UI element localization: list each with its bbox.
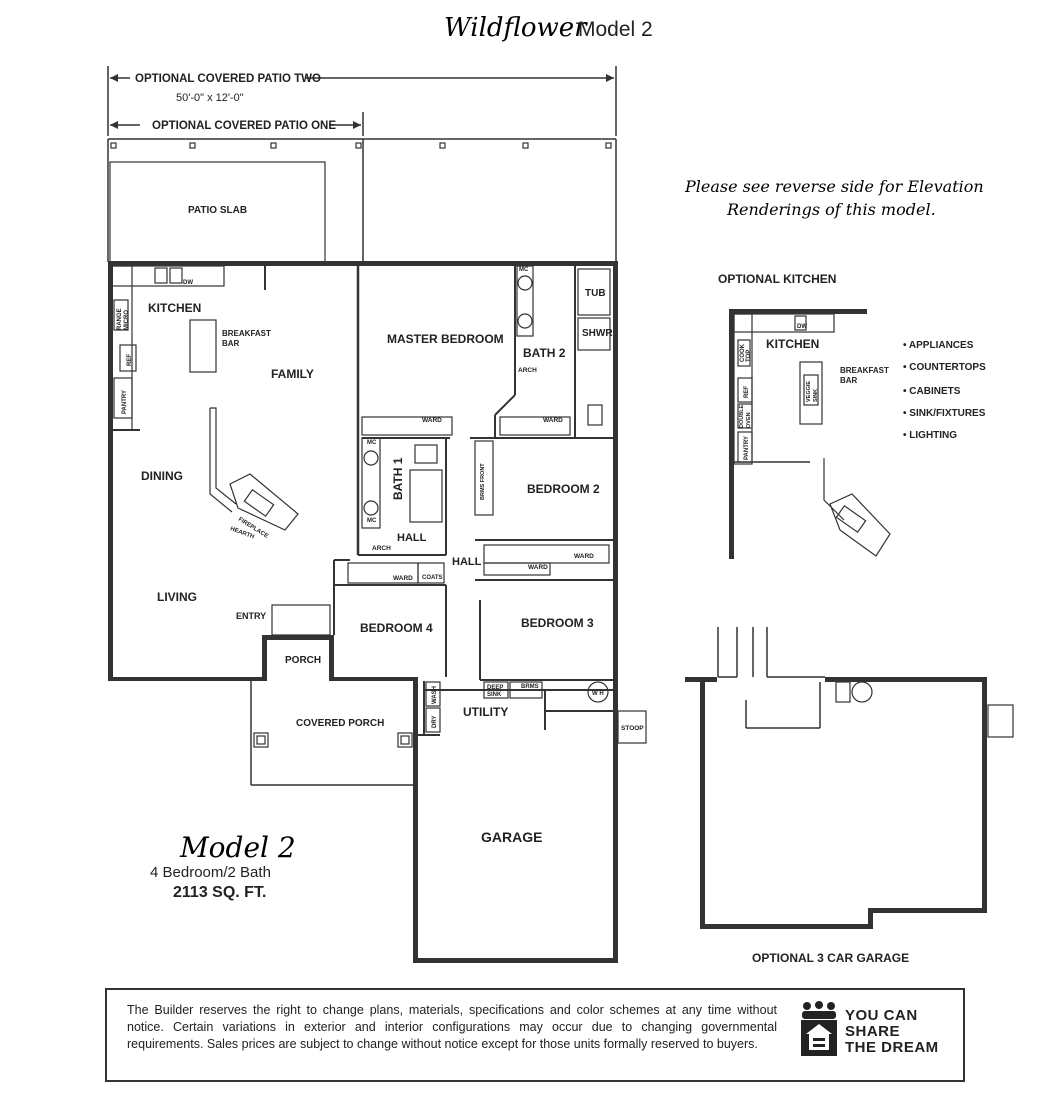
house-exterior-walls	[108, 261, 618, 963]
logo-line-1: YOU CAN	[845, 1007, 918, 1024]
kitchen-dw-label: DW	[183, 280, 193, 286]
feature-sink-fixtures: • SINK/FIXTURES	[903, 408, 986, 419]
patio-two-label: OPTIONAL COVERED PATIO TWO	[135, 73, 321, 85]
opt-cooktop-label-2: TOP	[746, 350, 752, 362]
entry-label: ENTRY	[236, 611, 266, 621]
sqft-label: 2113 SQ. FT.	[173, 884, 266, 901]
breakfast-bar-label-2: BAR	[222, 339, 240, 348]
bedroom2-room-label: BEDROOM 2	[527, 482, 600, 496]
garage-room-label: GARAGE	[481, 829, 542, 845]
kitchen-micro-label: MICRO	[124, 310, 130, 330]
opt-double-oven-label-2: OVEN	[746, 412, 752, 428]
feature-cabinets: • CABINETS	[903, 386, 961, 397]
opt-breakfast-label-2: BAR	[840, 376, 858, 385]
logo-text: YOU CAN SHARE THE DREAM	[845, 1008, 939, 1056]
kitchen-range-label: RANGE	[117, 308, 123, 330]
optional-kitchen-features: • APPLIANCES • COUNTERTOPS • CABINETS • …	[903, 340, 986, 441]
logo-line-3: THE DREAM	[845, 1039, 939, 1056]
logo-line-2: SHARE	[845, 1023, 901, 1040]
bedroom2-brmsfront-label: BRMS FRONT	[480, 463, 486, 500]
floor-plan-drawing: Wildflower Model 2 OPTIONAL COVERED PATI…	[107, 13, 1014, 965]
bath2-room-label: BATH 2	[523, 346, 566, 360]
kitchen-ref-label: REF	[127, 354, 133, 366]
stoop-label: STOOP	[621, 725, 644, 732]
elevation-note-line2: Renderings of this model.	[726, 200, 936, 219]
covered-porch-label: COVERED PORCH	[296, 718, 384, 729]
fireplace-fixture	[209, 407, 299, 531]
coats-label: COATS	[422, 575, 443, 581]
utility-fixtures	[425, 681, 647, 744]
house-interior-walls	[108, 264, 613, 736]
bath-fixtures	[361, 265, 611, 529]
optional-kitchen-drawing	[729, 309, 891, 559]
hall-arch-label: ARCH	[372, 545, 391, 552]
master-bedroom-label: MASTER BEDROOM	[387, 332, 504, 346]
beds-baths-label: 4 Bedroom/2 Bath	[150, 864, 271, 881]
kitchen-fixtures	[111, 265, 225, 431]
bedroom3-room-label: BEDROOM 3	[521, 616, 594, 630]
opt-breakfast-label-1: BREAKFAST	[840, 366, 889, 375]
kitchen-pantry-label: PANTRY	[122, 390, 128, 414]
bedroom4-ward-label: WARD	[393, 575, 413, 582]
hall-label-b: HALL	[452, 556, 482, 568]
opt-cooktop-label-1: COOK	[740, 343, 746, 362]
opt-dw-label: DW	[797, 324, 807, 330]
porch-structures	[250, 604, 413, 786]
porch-label: PORCH	[285, 655, 321, 666]
patio-area	[107, 138, 617, 263]
opt-double-oven-label-1: DOUBLE	[739, 404, 745, 428]
wash-label: WASH	[432, 686, 438, 704]
opt-ref-label: REF	[744, 386, 750, 398]
patio-two-size: 50'-0" x 12'-0"	[176, 92, 244, 104]
bath1-mc-label-top: MC	[367, 440, 377, 446]
master-mc-label: MC	[519, 267, 529, 273]
living-room-label: LIVING	[157, 590, 197, 604]
family-room-label: FAMILY	[271, 367, 314, 381]
breakfast-bar-label-1: BREAKFAST	[222, 329, 271, 338]
optional-garage-drawing	[685, 627, 1014, 929]
feature-countertops: • COUNTERTOPS	[903, 362, 986, 373]
patio-dimension-lines	[107, 66, 617, 136]
patio-slab-label: PATIO SLAB	[188, 205, 247, 216]
elevation-note-line1: Please see reverse side for Elevation	[684, 177, 984, 196]
disclaimer-text: The Builder reserves the right to change…	[127, 1003, 777, 1051]
wardrobes	[347, 416, 610, 584]
bath1-mc-label-bottom: MC	[367, 518, 377, 524]
optional-kitchen-title: OPTIONAL KITCHEN	[718, 272, 836, 286]
opt-pantry-label: PANTRY	[744, 436, 750, 460]
opt-veggie-label-2: SINK	[813, 389, 819, 402]
sink-label: SINK	[487, 692, 502, 698]
utility-room-label: UTILITY	[463, 705, 508, 719]
page-title-script: Wildflower	[444, 13, 588, 43]
equal-housing-logo: YOU CAN SHARE THE DREAM	[799, 1000, 959, 1070]
brms-label: BRMS	[521, 684, 539, 690]
bath2-tub-label: TUB	[585, 288, 606, 299]
bath1-room-label: BATH 1	[391, 457, 405, 500]
kitchen-room-label: KITCHEN	[148, 301, 201, 315]
master-ward-label: WARD	[422, 417, 442, 424]
wh-label: W H	[592, 691, 604, 697]
disclaimer-box: The Builder reserves the right to change…	[105, 988, 965, 1082]
bath2-arch-label: ARCH	[518, 367, 537, 374]
model-script-title: Model 2	[179, 831, 296, 864]
bedroom3-ward-label: WARD	[528, 564, 548, 571]
optional-garage-title: OPTIONAL 3 CAR GARAGE	[752, 951, 909, 965]
bedroom4-room-label: BEDROOM 4	[360, 621, 433, 635]
patio-one-label: OPTIONAL COVERED PATIO ONE	[152, 120, 336, 132]
bedroom2-ward-label: WARD	[574, 553, 594, 560]
dry-label: DRY	[432, 716, 438, 728]
bath2-shwr-label: SHWR	[582, 328, 613, 339]
page-title-model: Model 2	[578, 18, 653, 41]
bath2-ward-label: WARD	[543, 417, 563, 424]
opt-kitchen-label: KITCHEN	[766, 337, 819, 351]
opt-veggie-label-1: VEGGIE	[806, 381, 812, 402]
feature-lighting: • LIGHTING	[903, 430, 957, 441]
equal-housing-icon	[801, 1001, 837, 1056]
dining-room-label: DINING	[141, 469, 183, 483]
deep-label: DEEP	[487, 685, 503, 691]
feature-appliances: • APPLIANCES	[903, 340, 974, 351]
hall-label-a: HALL	[397, 532, 427, 544]
